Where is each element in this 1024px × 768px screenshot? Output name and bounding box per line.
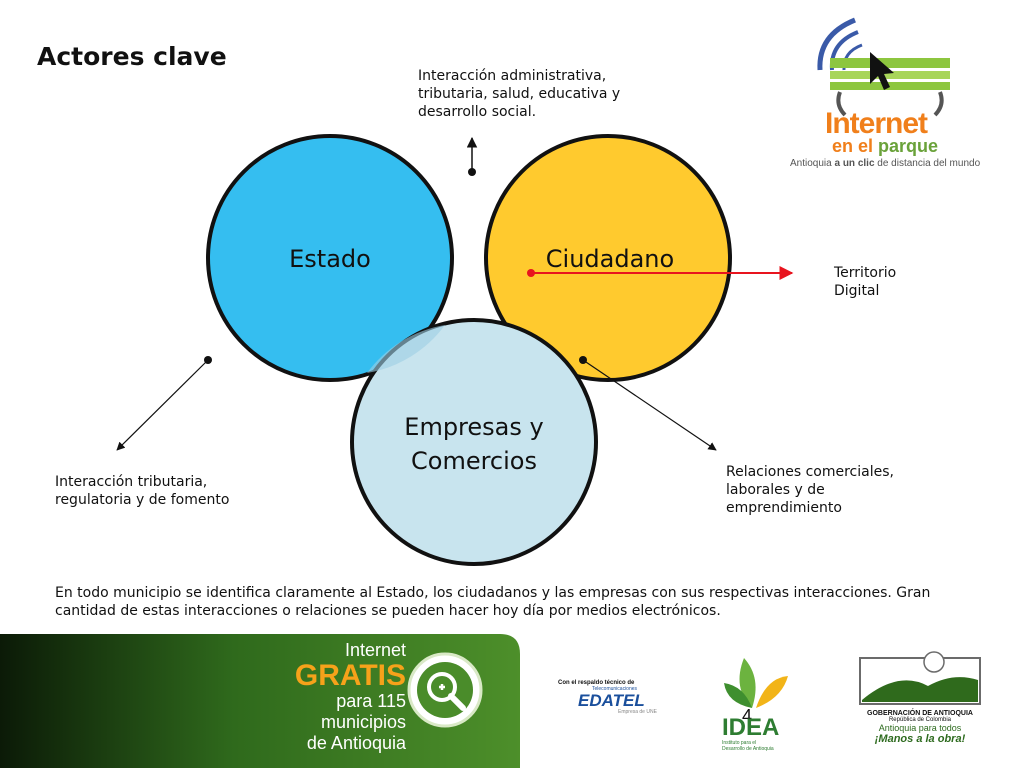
territorio-annotation: Territorio Digital [834,264,954,300]
tagline-b: a un clic [834,158,875,169]
top-annotation-line2: tributaria, salud, educativa y [418,86,621,102]
park-bench-icon [817,17,950,117]
idea-logo: IDEA Instituto para el Desarrollo de Ant… [722,648,794,763]
gratis-banner-text: Internet GRATIS para 115 municipios de A… [286,640,406,754]
estado-circle [206,134,454,382]
internet-parque-logo: Internet en el parque Antioquia a un cli… [780,10,1000,175]
gobernacion-sub: República de Colombia [888,717,952,723]
idea-sub2: Desarrollo de Antioquia [722,746,774,752]
top-annotation: Interacción administrativa, tributaria, … [418,67,648,121]
top-annotation-line3: desarrollo social. [418,104,537,120]
edatel-logo: Con el respaldo técnico de Telecomunicac… [558,680,668,720]
banner-line5: de Antioquia [306,733,406,753]
gobernacion-slogan2: ¡Manos a la obra! [874,733,966,745]
estado-label: Estado [289,245,371,273]
edatel-name: EDATEL [578,691,645,710]
idea-leaves-icon [724,658,788,708]
gobernacion-slogan1: Antioquia para todos [878,723,962,733]
idea-name: IDEA [722,714,780,741]
bottom-right-line1: Relaciones comerciales, [726,464,894,480]
empresas-label-line1: Empresas y [404,413,544,441]
antioquia-shield-icon [859,651,981,705]
bottom-right-line3: emprendimiento [726,500,842,516]
bottom-right-line2: laborales y de [726,482,825,498]
ciudadano-circle [484,134,732,382]
empresas-label: Empresas y Comercios [384,410,564,478]
edatel-support: Con el respaldo técnico de [558,680,635,686]
banner-line1: Internet [344,640,406,660]
overlap-estado-empresas [367,325,445,373]
internet-parque-tagline: Antioquia a un clic de distancia del mun… [790,158,980,169]
ciudadano-label: Ciudadano [545,245,675,273]
banner-line4: municipios [320,712,406,732]
gobernacion-logo: GOBERNACIÓN DE ANTIOQUIA República de Co… [858,650,982,760]
top-annotation-line1: Interacción administrativa, [418,68,607,84]
left-annotation-line1: Interacción tributaria, [55,474,208,490]
slide-title: Actores clave [37,42,227,71]
territorio-line2: Digital [834,283,880,299]
bottom-right-annotation: Relaciones comerciales, laborales y de e… [726,463,946,517]
search-magnifier-icon [407,652,483,728]
bottom-right-arrow-dot [579,356,587,364]
banner-line3: para 115 [336,691,406,711]
gobernacion-name: GOBERNACIÓN DE ANTIOQUIA [867,710,973,717]
top-arrow-dot [468,168,476,176]
tagline-c: de distancia del mundo [877,158,981,169]
left-annotation: Interacción tributaria, regulatoria y de… [55,473,275,509]
internet-parque-sub: en el parque [832,136,938,157]
territorio-line1: Territorio [834,265,897,281]
empresas-label-line2: Comercios [411,447,537,475]
territorio-arrow-dot [527,269,535,277]
page-number: 4 [742,706,753,726]
summary-paragraph: En todo municipio se identifica claramen… [55,585,931,619]
idea-sub1: Instituto para el [722,740,757,746]
actors-diagram [116,134,794,566]
bottom-right-arrow [582,359,717,451]
left-annotation-line2: regulatoria y de fomento [55,492,230,508]
internet-parque-parque: parque [878,136,939,156]
edatel-sub: Empresa de UNE [618,709,657,715]
internet-parque-word: Internet [825,107,928,140]
left-arrow [116,359,209,451]
left-arrow-dot [204,356,212,364]
banner-line2: GRATIS [294,659,406,692]
internet-parque-en-el: en el [832,136,874,156]
empresas-circle [350,318,598,566]
tagline-a: Antioquia [790,158,832,169]
edatel-small: Telecomunicaciones [592,686,638,692]
